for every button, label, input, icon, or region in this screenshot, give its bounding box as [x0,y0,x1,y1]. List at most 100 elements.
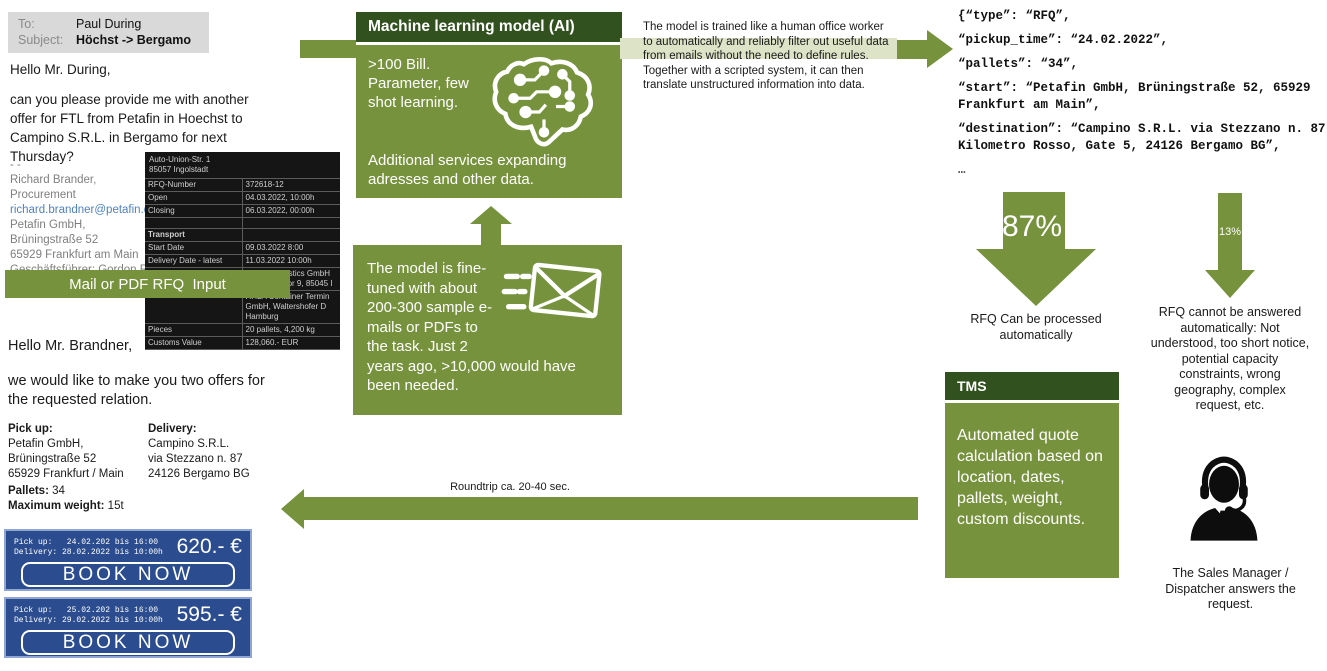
row-value: 06.03.2022, 00:00h [245,206,315,215]
delivery-address: Campino S.R.L. via Stezzano n. 87 24126 … [148,438,250,480]
request-body: can you please provide me with another o… [10,92,249,164]
tms-description: Automated quote calculation based on loc… [957,427,1103,528]
pallets-label: Pallets: [8,485,49,497]
ml-model-services-text: Additional services expanding adresses a… [368,152,567,188]
mail-pdf-input-banner: Mail or PDF RFQ Input [5,270,290,298]
row-label: Pieces [145,324,243,336]
response-body: we would like to make you two offers for… [8,373,265,408]
request-greeting: Hello Mr. During, [10,62,111,77]
email-subject-value: Höchst -> Bergamo [76,33,191,47]
json-line: “pallets”: “34”, [958,57,1079,71]
delivery-label: Delivery: [148,423,197,435]
row-label: Start Date [145,242,243,254]
signature-name: Richard Brander, [10,174,97,186]
email-subject-label: Subject: [18,33,64,47]
finetune-box: The model is fine-tuned with about 200-3… [353,245,622,415]
auto-processed-text: RFQ Can be processed automatically [970,312,1102,342]
down-arrow-13-percent: 13% [1205,193,1255,303]
pallets-value: 34 [48,485,65,497]
tms-title: TMS [945,372,1119,400]
right-arrow [897,40,927,59]
pickup-label: Pick up: [8,423,53,435]
row-label [145,218,243,228]
row-label: RFQ-Number [145,179,243,191]
row-value: 09.03.2022 8:00 [245,243,304,252]
response-greeting: Hello Mr. Brandner, [8,338,133,354]
manual-processed-text: RFQ cannot be answered automatically: No… [1150,305,1310,412]
roundtrip-label: Roundtrip ca. 20-40 sec. [450,481,570,493]
json-line: “pickup_time”: “24.02.2022”, [958,33,1169,47]
row-value: 372618-12 [245,180,284,189]
weight-value: 15t [104,500,124,512]
book-now-button-2[interactable]: BOOK NOW [21,630,235,655]
signature-email-link[interactable]: richard.brandner@petafin.de [10,204,157,216]
ml-model-box: >100 Bill. Parameter, few shot learning.… [356,45,622,198]
signature-company: Petafin GmbH, [10,219,86,231]
ml-model-title: Machine learning model (AI) [356,12,622,42]
row-label: Open [145,192,243,204]
right-arrow-head [927,30,953,68]
brain-circuit-icon [478,55,610,147]
finetune-description: The model is fine-tuned with about 200-3… [367,260,576,394]
note-highlight-band [620,38,897,59]
row-label: Customs Value [145,337,243,349]
pickup-address-block: Pick up: Petafin GmbH, Brüningstraße 52 … [8,422,124,482]
row-label: Transport [145,229,243,241]
sales-manager-note: The Sales Manager / Dispatcher answers t… [1165,566,1296,611]
up-arrow-head [470,206,512,224]
left-arrow [303,497,918,520]
row-value: 128,060.- EUR [245,338,299,347]
email-to-value: Paul During [76,17,142,31]
signature-dashes: - - [10,159,21,171]
left-arrow-head [281,489,304,529]
table-row-spacer [145,218,340,229]
offer-2-price: 595.- € [176,603,242,626]
training-description: The model is trained like a human office… [643,21,889,91]
rfq-detail-table: Auto-Union-Str. 1 85057 Ingolstadt RFQ-N… [145,152,340,350]
flying-envelope-icon [500,259,608,335]
json-output-code: {“type”: “RFQ”, “pickup_time”: “24.02.20… [958,8,1326,186]
tms-box: Automated quote calculation based on loc… [945,403,1119,578]
rfq-table-address: Auto-Union-Str. 1 85057 Ingolstadt [145,152,340,179]
row-label [145,291,243,323]
down-arrow-87-percent: 87% [976,192,1096,311]
auto-percentage-label: 87% [1002,210,1062,243]
book-now-button-1[interactable]: BOOK NOW [21,562,235,587]
row-value [243,218,341,228]
signature-street: Brüningstraße 52 [10,234,99,246]
email-header: To: Paul During Subject: Höchst -> Berga… [8,12,209,53]
pallets-weight-block: Pallets: 34 Maximum weight: 15t [8,484,124,514]
json-line: “start”: “Petafin GmbH, Brüningstraße 52… [958,81,1311,112]
row-value: 11.03.2022 10:00h [245,256,312,265]
row-value: 20 pallets, 4,200 kg [245,325,315,334]
delivery-address-block: Delivery: Campino S.R.L. via Stezzano n.… [148,422,250,482]
support-agent-icon [1180,447,1268,555]
row-label: Closing [145,205,243,217]
signature-city: 65929 Frankfurt am Main [10,249,139,261]
json-line: “destination”: “Campino S.R.L. via Stezz… [958,122,1326,153]
email-to-label: To: [18,17,35,31]
up-arrow [481,224,501,245]
offer-1-price: 620.- € [176,535,242,558]
json-line: {“type”: “RFQ”, [958,9,1071,23]
row-value [243,229,341,241]
json-ellipsis: … [958,163,966,177]
row-label: Delivery Date - latest [145,255,243,267]
ml-model-params-text: >100 Bill. Parameter, few shot learning. [368,56,469,111]
pickup-address: Petafin GmbH, Brüningstraße 52 65929 Fra… [8,438,124,480]
weight-label: Maximum weight: [8,500,105,512]
table-row: Transport [145,229,340,242]
manual-percentage-label: 13% [1219,226,1241,238]
